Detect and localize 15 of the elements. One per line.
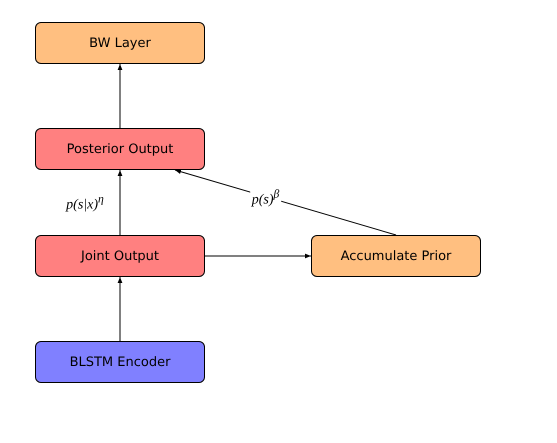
box-label: Accumulate Prior	[340, 248, 452, 264]
process-box	[35, 128, 205, 170]
process-box	[311, 235, 481, 277]
process-box	[35, 341, 205, 383]
box-label: BLSTM Encoder	[70, 354, 170, 370]
arrow	[118, 64, 122, 128]
process-box	[35, 235, 205, 277]
arrow	[118, 276, 122, 342]
process-box	[35, 22, 205, 64]
arrow	[204, 254, 312, 258]
box-label: Joint Output	[80, 248, 160, 264]
edge-label: p(s)$^{β}$	[250, 187, 282, 208]
box-label: Posterior Output	[66, 142, 174, 156]
box-label: BW Layer	[89, 36, 151, 50]
arrow	[118, 170, 122, 236]
